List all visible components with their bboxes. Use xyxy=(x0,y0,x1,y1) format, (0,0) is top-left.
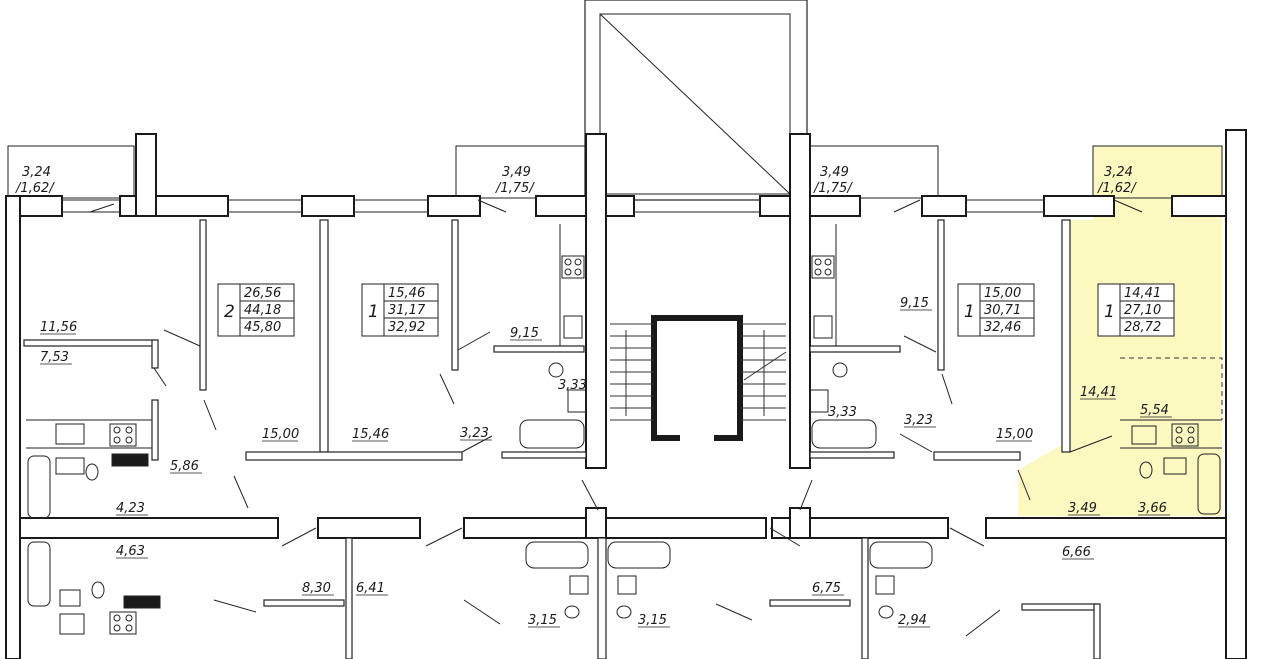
unit-c-rooms: 1 xyxy=(964,302,975,322)
unit-box-b[interactable]: 1 15,46 31,17 32,92 xyxy=(361,283,439,337)
unit-c-value-2: 30,71 xyxy=(984,303,1021,318)
unit-a-value-1: 26,56 xyxy=(244,286,281,301)
room-area-label: 11,56 xyxy=(40,320,77,335)
unit-d-value-3: 28,72 xyxy=(1124,320,1161,335)
toilet-icons xyxy=(85,362,1153,619)
counter-lines xyxy=(26,224,1222,609)
dashed-zone xyxy=(1120,357,1223,420)
unit-b-value-1: 15,46 xyxy=(388,286,425,301)
area-labels: 3,24 /1,62/ 3,49 /1,75/ 3,49 /1,75/ 3,24… xyxy=(15,165,1169,628)
balcony-c-area: 3,49 xyxy=(820,165,849,180)
balcony-a-area-reduced: /1,62/ xyxy=(15,181,55,196)
room-area-label: 2,94 xyxy=(898,613,927,628)
balcony-c-area-reduced: /1,75/ xyxy=(813,181,853,196)
interior-walls xyxy=(23,219,1071,461)
room-area-label: 5,54 xyxy=(1140,403,1169,418)
room-area-label: 7,53 xyxy=(40,350,69,365)
room-area-label: 6,41 xyxy=(356,581,385,596)
stairwell xyxy=(610,315,787,442)
unit-b-value-3: 32,92 xyxy=(388,320,425,335)
unit-d-rooms: 1 xyxy=(1104,302,1115,322)
balcony-b-area-reduced: /1,75/ xyxy=(495,181,535,196)
room-area-label: 5,86 xyxy=(170,459,199,474)
door-swings xyxy=(89,199,1143,637)
room-area-label: 3,33 xyxy=(558,378,587,393)
room-area-label: 3,66 xyxy=(1138,501,1167,516)
balconies xyxy=(7,145,1223,199)
room-area-label: 9,15 xyxy=(900,296,929,311)
stove-icons xyxy=(109,255,1199,635)
bathtub-icons xyxy=(27,419,1221,607)
balcony-d-area-reduced: /1,62/ xyxy=(1097,181,1137,196)
unit-a-rooms: 2 xyxy=(224,302,235,322)
room-area-label: 3,49 xyxy=(1068,501,1097,516)
room-area-label: 14,41 xyxy=(1080,385,1117,400)
label-underlines xyxy=(40,309,1172,628)
unit-box-d[interactable]: 1 14,41 27,10 28,72 xyxy=(1097,283,1175,337)
room-area-label: 3,15 xyxy=(528,613,557,628)
room-area-label: 4,63 xyxy=(116,544,145,559)
sink-icons xyxy=(55,315,1187,635)
balcony-b-area: 3,49 xyxy=(502,165,531,180)
unit-d-value-1: 14,41 xyxy=(1124,286,1161,301)
unit-a-value-3: 45,80 xyxy=(244,320,281,335)
room-area-label: 9,15 xyxy=(510,326,539,341)
room-area-label: 4,23 xyxy=(116,501,145,516)
room-area-label: 3,23 xyxy=(460,426,489,441)
balcony-d-area: 3,24 xyxy=(1104,165,1133,180)
room-area-label: 8,30 xyxy=(302,581,331,596)
exterior-walls xyxy=(5,129,1247,659)
room-area-label: 3,23 xyxy=(904,413,933,428)
windows xyxy=(62,199,1044,213)
room-area-label: 15,00 xyxy=(262,427,299,442)
room-area-label: 3,33 xyxy=(828,405,857,420)
unit-c-value-3: 32,46 xyxy=(984,320,1021,335)
unit-b-rooms: 1 xyxy=(368,302,379,322)
unit-box-a[interactable]: 2 26,56 44,18 45,80 xyxy=(217,283,295,337)
unit-box-c[interactable]: 1 15,00 30,71 32,46 xyxy=(957,283,1035,337)
unit-a-value-2: 44,18 xyxy=(244,303,281,318)
unit-c-value-1: 15,00 xyxy=(984,286,1021,301)
unit-d-value-2: 27,10 xyxy=(1124,303,1161,318)
room-area-label: 3,15 xyxy=(638,613,667,628)
room-area-label: 15,00 xyxy=(996,427,1033,442)
room-area-label: 6,75 xyxy=(812,581,841,596)
room-area-label: 6,66 xyxy=(1062,545,1091,560)
top-projection xyxy=(584,0,808,201)
corridor-walls xyxy=(19,507,1227,659)
unit-b-value-2: 31,17 xyxy=(388,303,426,318)
room-area-label: 15,46 xyxy=(352,427,389,442)
balcony-a-area: 3,24 xyxy=(22,165,51,180)
